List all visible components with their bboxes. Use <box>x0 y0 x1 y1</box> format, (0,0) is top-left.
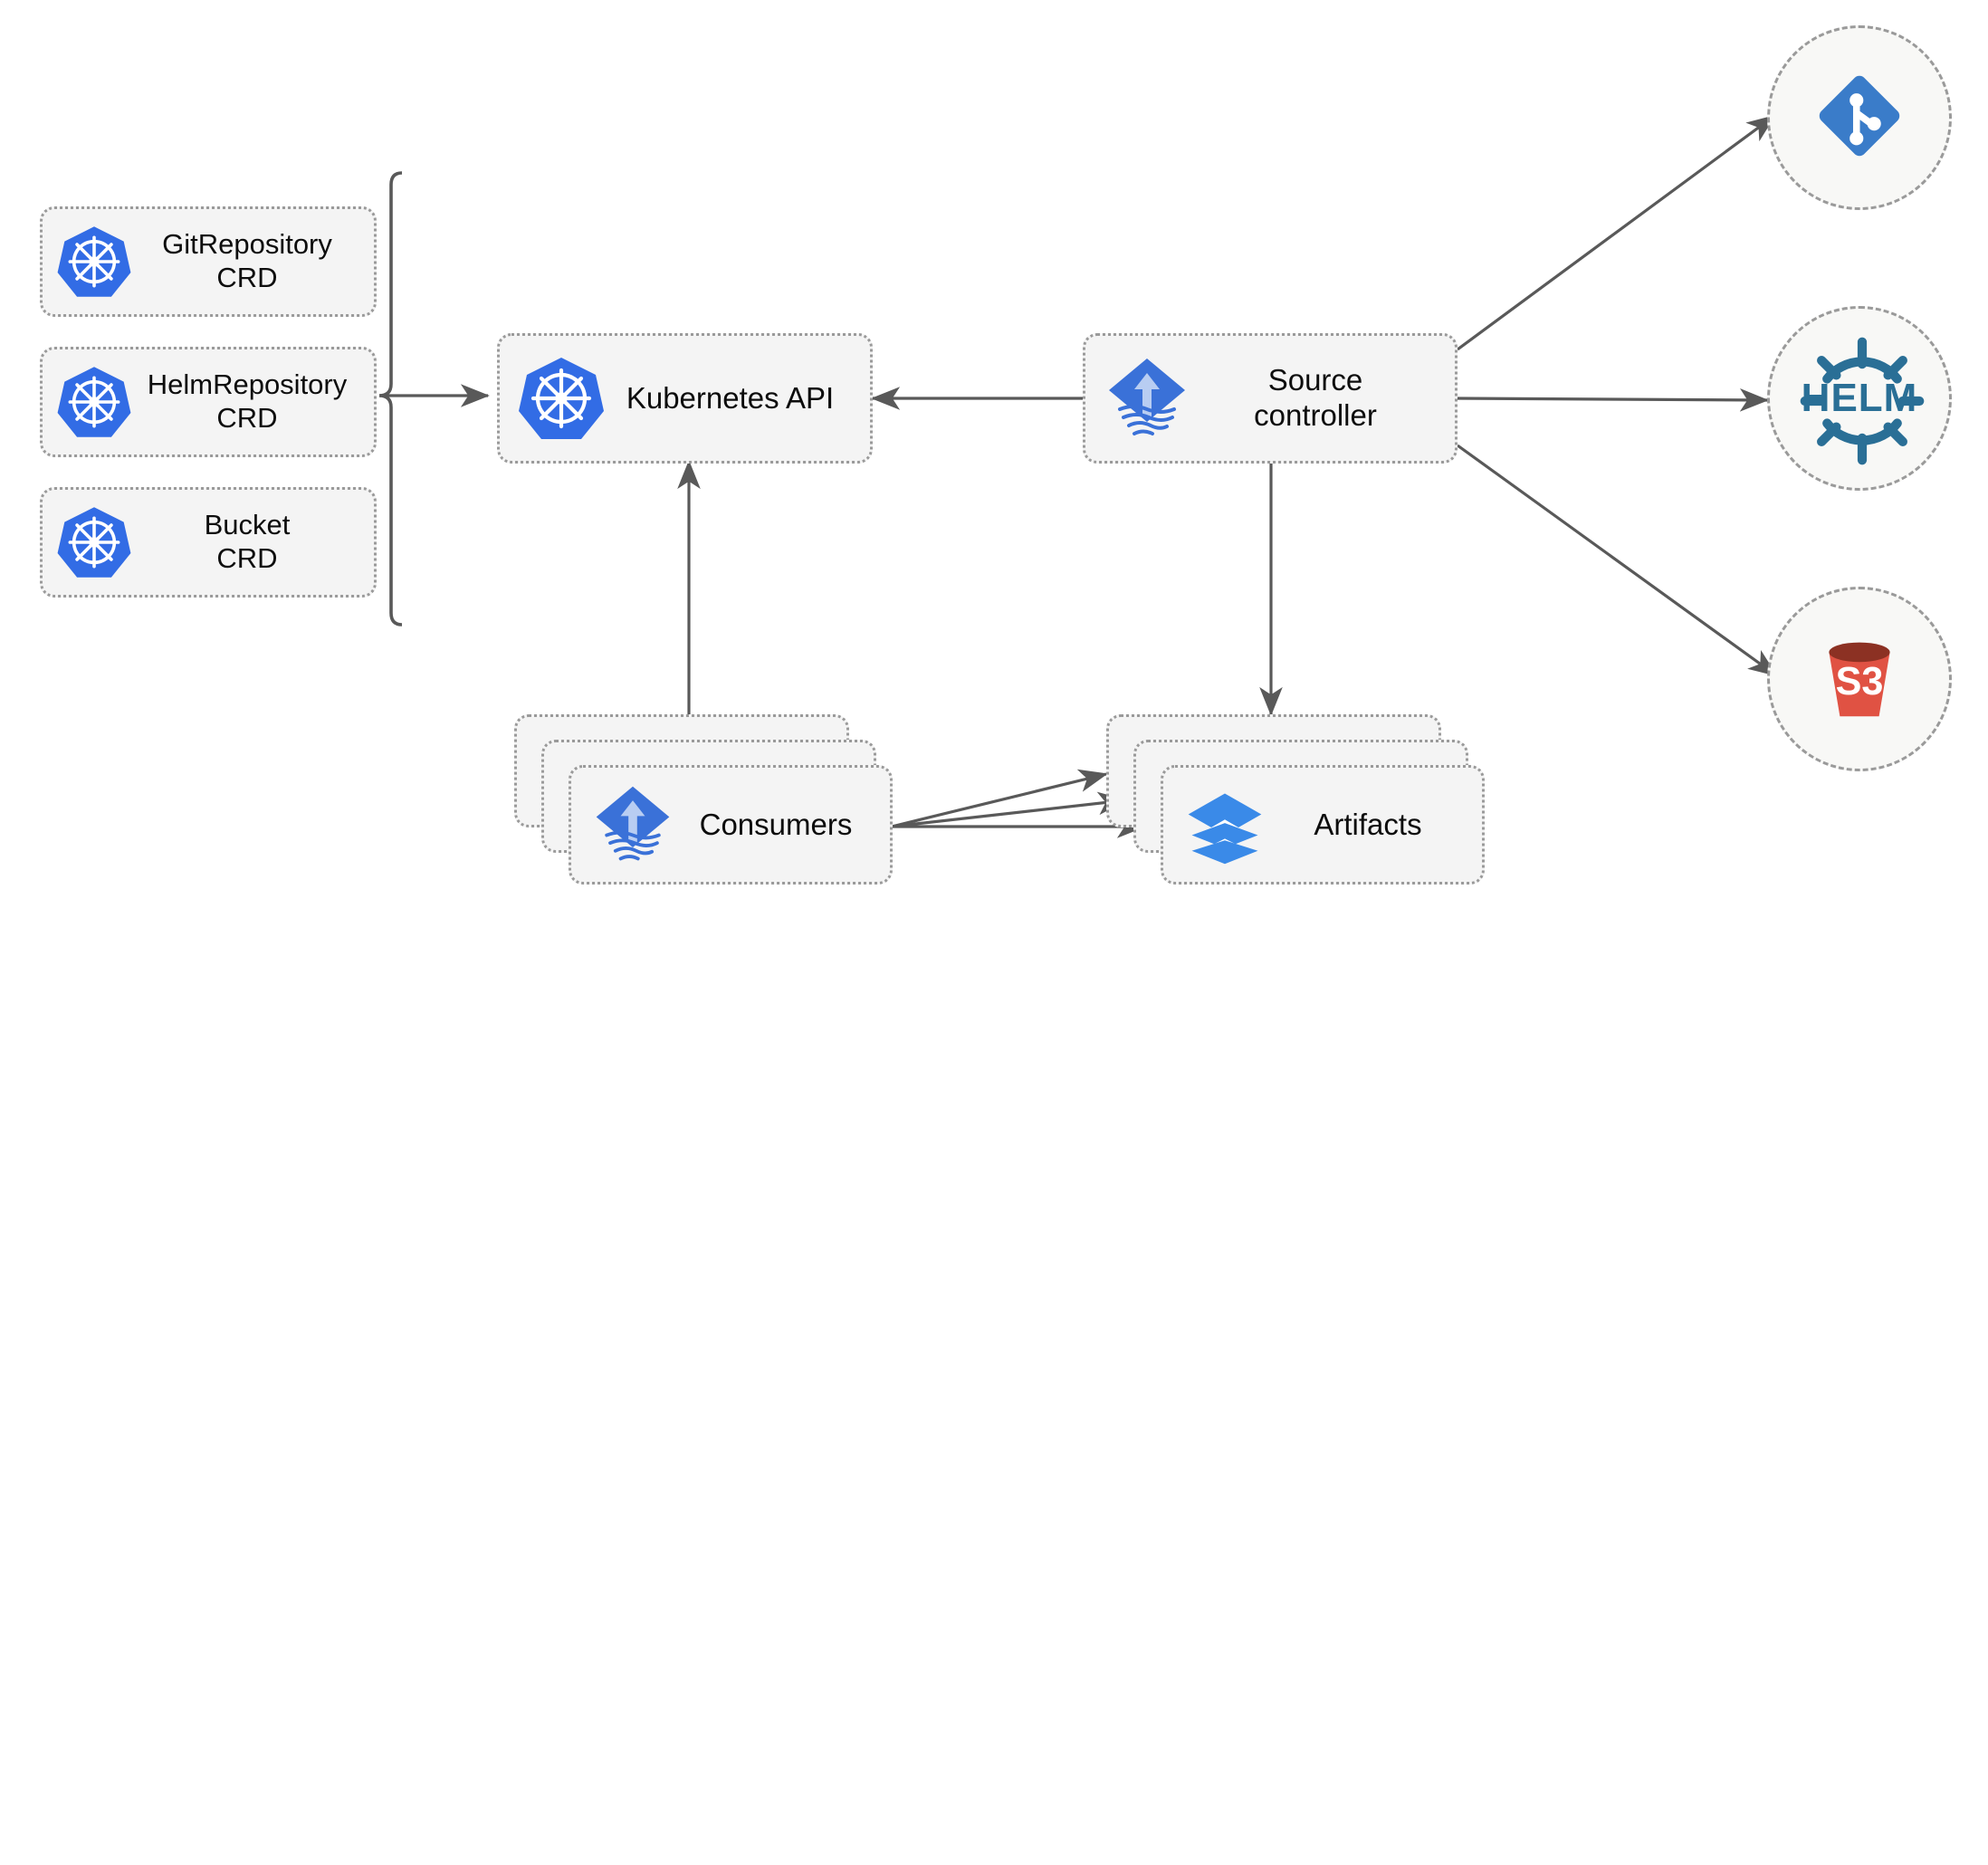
node-source-controller[interactable]: Source controller <box>1083 333 1458 464</box>
kubernetes-icon <box>55 363 133 441</box>
flux-icon <box>1102 353 1192 444</box>
kubernetes-icon <box>516 353 607 444</box>
node-consumers[interactable]: Consumers <box>569 765 893 885</box>
node-label: Artifacts <box>1314 807 1422 841</box>
edge-source-to-s3 <box>1457 444 1778 677</box>
edge-layer <box>378 114 1778 838</box>
edge-consumers-to-artifacts-2 <box>891 791 1127 828</box>
node-label: Source controller <box>1254 363 1377 432</box>
node-label: Bucket CRD <box>204 509 291 574</box>
node-kubernetes-api[interactable]: Kubernetes API <box>497 333 873 464</box>
node-helmrepository-crd[interactable]: HelmRepository CRD <box>40 347 377 457</box>
edge-crd-brace <box>378 171 403 626</box>
layers-icon <box>1180 779 1270 870</box>
edge-consumers-to-artifacts-1 <box>891 769 1108 828</box>
node-bucket-crd[interactable]: Bucket CRD <box>40 487 377 598</box>
edge-source-to-helm <box>1457 388 1769 412</box>
node-artifacts[interactable]: Artifacts <box>1161 765 1485 885</box>
git-icon <box>1811 67 1908 169</box>
edge-source-to-git <box>1457 114 1776 351</box>
node-label: Consumers <box>699 807 853 841</box>
source-circle-git[interactable] <box>1767 25 1952 210</box>
helm-icon <box>1770 309 1949 488</box>
kubernetes-icon <box>55 503 133 581</box>
node-gitrepository-crd[interactable]: GitRepository CRD <box>40 206 377 317</box>
node-label: HelmRepository CRD <box>147 368 348 434</box>
node-label: GitRepository CRD <box>162 228 332 293</box>
helm-label: HELM <box>1801 376 1918 420</box>
flux-icon <box>588 779 678 870</box>
s3-bucket-icon: S3 <box>1805 623 1914 736</box>
node-label: Kubernetes API <box>626 380 835 415</box>
kubernetes-icon <box>55 223 133 301</box>
source-circle-s3[interactable]: S3 <box>1767 587 1952 771</box>
svg-text:S3: S3 <box>1836 660 1884 703</box>
source-circle-helm[interactable]: HELM <box>1767 306 1952 491</box>
